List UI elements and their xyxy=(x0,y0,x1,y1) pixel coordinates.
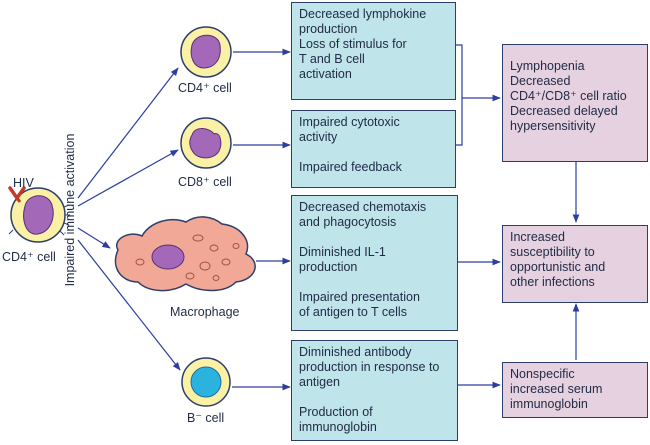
susceptibility-outcome-box: Increased susceptibility to opportunisti… xyxy=(502,225,648,303)
virus-receptor-lines xyxy=(8,204,70,236)
effect-line: Decreased chemotaxis xyxy=(299,200,427,214)
effect-to-outcome-arrows xyxy=(454,44,580,389)
effect-line: Impaired feedback xyxy=(299,160,402,174)
effect-line: activity xyxy=(299,130,338,144)
effect-line: production xyxy=(299,22,358,36)
vacuoles xyxy=(135,234,240,281)
effect-line: Impaired presentation xyxy=(299,290,420,304)
bcell-label: B⁻ cell xyxy=(187,411,225,425)
effect-line: Diminished antibody xyxy=(299,345,412,359)
cell-to-effect-arrows xyxy=(232,48,291,391)
effect-line: Diminished IL-1 xyxy=(299,245,386,259)
outcome-line: Increased xyxy=(510,230,565,244)
outcome-line: other infections xyxy=(510,275,595,289)
effect-line: immunoglobin xyxy=(299,420,377,434)
effect-line: Decreased lymphokine xyxy=(299,7,427,21)
outcome-line: hypersensitivity xyxy=(510,119,596,133)
bcell-effect-box: Diminished antibody production in respon… xyxy=(291,340,458,441)
macrophage-label: Macrophage xyxy=(170,305,240,319)
effect-line: production in response to xyxy=(299,360,440,374)
cd8-cell xyxy=(180,117,232,169)
cd8-effect-box: Impaired cytotoxic activity Impaired fee… xyxy=(291,110,456,188)
effect-line: and phagocytosis xyxy=(299,215,397,229)
serum-outcome-box: Nonspecific increased serum immunoglobin xyxy=(502,362,648,418)
effect-line: Impaired cytotoxic xyxy=(299,115,400,129)
hiv-marker-icon xyxy=(8,186,26,203)
macrophage-cell xyxy=(114,216,256,292)
outcome-line: CD4⁺/CD8⁺ cell ratio xyxy=(510,89,627,103)
lymphopenia-outcome-box: Lymphopenia Decreased CD4⁺/CD8⁺ cell rat… xyxy=(502,44,648,162)
cd8-label: CD8⁺ cell xyxy=(178,175,232,189)
effect-line: Loss of stimulus for xyxy=(299,37,407,51)
source-cd4-label: CD4⁺ cell xyxy=(2,250,56,264)
activation-arrows xyxy=(77,67,181,371)
outcome-line: opportunistic and xyxy=(510,260,606,274)
cd4-label: CD4⁺ cell xyxy=(178,81,232,95)
hiv-label: HIV xyxy=(13,176,34,190)
effect-line: antigen xyxy=(299,375,341,389)
outcome-line: Nonspecific xyxy=(510,367,575,381)
effect-line: Production of xyxy=(299,405,373,419)
source-cd4-cell xyxy=(8,187,70,243)
outcome-line: increased serum xyxy=(510,382,603,396)
effect-line: activation xyxy=(299,67,352,81)
b-cell xyxy=(181,357,231,407)
outcome-line: susceptibility to xyxy=(510,245,595,259)
macrophage-effect-box: Decreased chemotaxis and phagocytosis Di… xyxy=(291,195,458,331)
effect-line: of antigen to T cells xyxy=(299,305,407,319)
effect-line: production xyxy=(299,260,358,274)
cd4-cell xyxy=(180,26,232,78)
outcome-line: immunoglobin xyxy=(510,397,588,411)
outcome-line: Lymphopenia xyxy=(510,59,585,73)
outcome-line: Decreased delayed xyxy=(510,104,618,118)
effect-line: T and B cell xyxy=(299,52,365,66)
cd4-effect-box: Decreased lymphokine production Loss of … xyxy=(291,2,456,100)
outcome-line: Decreased xyxy=(510,74,571,88)
